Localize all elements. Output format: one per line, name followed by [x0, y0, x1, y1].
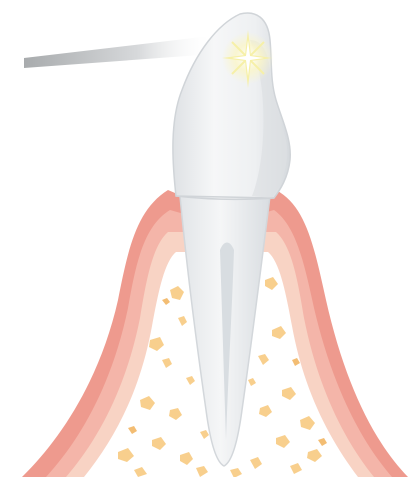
- light-beam: [24, 36, 214, 68]
